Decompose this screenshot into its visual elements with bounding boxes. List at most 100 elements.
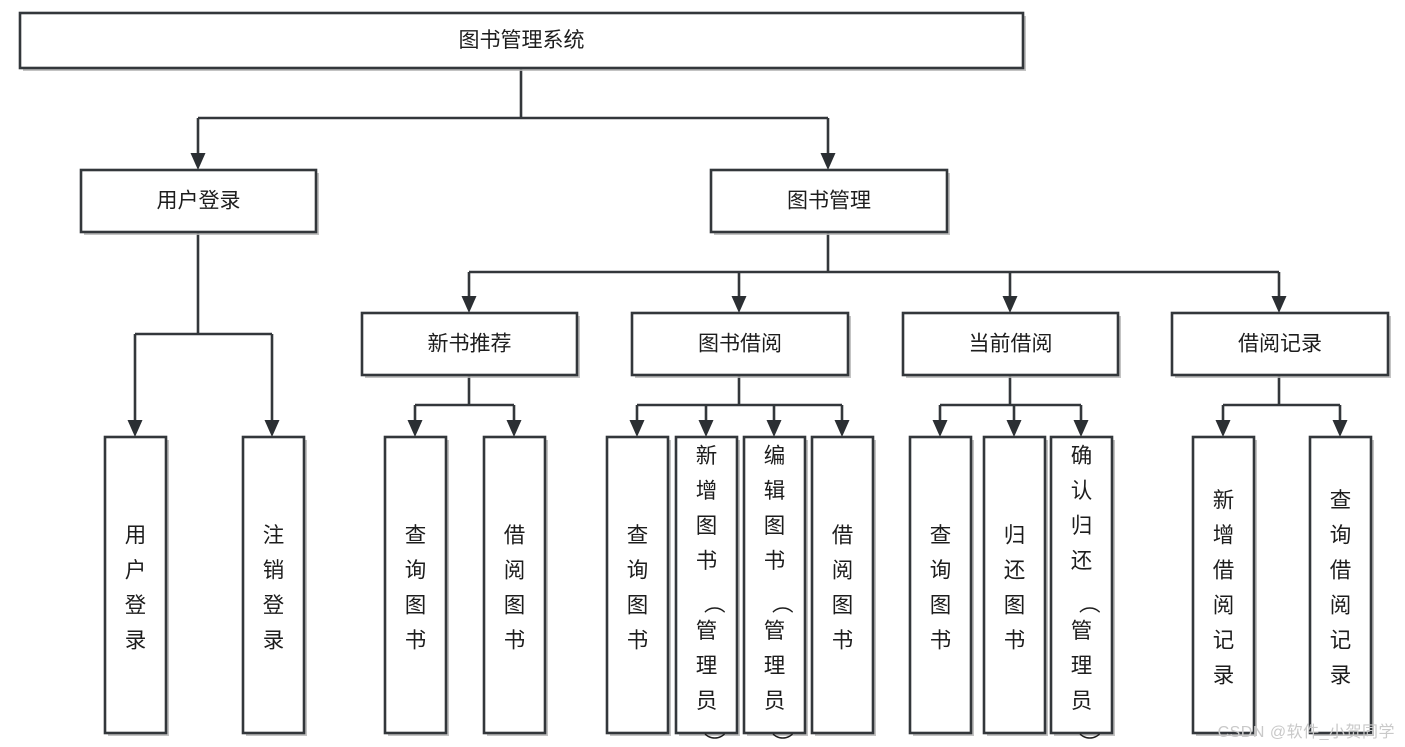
node-label-char: 阅 xyxy=(1213,593,1235,617)
node-label-char: 登 xyxy=(263,593,285,617)
node-box[interactable] xyxy=(630,311,850,377)
connector-group-new-book-recommend-to-leaves xyxy=(407,375,522,437)
node-leaf-user-login[interactable]: 用户登录 xyxy=(103,435,169,736)
node-label-char: 新 xyxy=(696,444,718,468)
node-label-char: 录 xyxy=(263,628,285,652)
node-label-char: 管 xyxy=(1071,619,1093,643)
arrow-head-icon xyxy=(1073,420,1089,437)
node-label-char: 理 xyxy=(696,654,718,678)
node-box[interactable] xyxy=(1170,311,1390,377)
arrow-head-icon xyxy=(264,420,280,437)
node-label-char: 员 xyxy=(1071,689,1093,713)
arrow-head-icon xyxy=(407,420,423,437)
node-label: 当前借阅 xyxy=(969,333,1053,356)
node-root[interactable]: 图书管理系统 xyxy=(18,11,1026,71)
node-box[interactable] xyxy=(383,435,448,735)
node-box[interactable] xyxy=(674,435,739,735)
node-label-char: 查 xyxy=(627,523,649,547)
arrow-head-icon xyxy=(820,153,836,170)
node-new-book-recommend[interactable]: 新书推荐 xyxy=(360,311,580,378)
connector-group-root-to-level1 xyxy=(190,68,836,170)
arrow-head-icon xyxy=(1002,296,1018,313)
node-book-management[interactable]: 图书管理 xyxy=(709,168,950,235)
node-label-char: 记 xyxy=(1213,628,1235,652)
connector-group-borrow-record-to-leaves xyxy=(1215,375,1348,437)
node-label-char: 录 xyxy=(125,628,147,652)
node-label-char: 查 xyxy=(1330,488,1352,512)
node-label-char: （ xyxy=(702,592,726,614)
node-label-char: 确 xyxy=(1071,444,1093,468)
node-label-char: 图 xyxy=(627,593,649,617)
node-box[interactable] xyxy=(1308,435,1373,735)
node-label-char: 员 xyxy=(696,689,718,713)
node-label-char: 询 xyxy=(405,558,427,582)
node-label-char: 编 xyxy=(764,444,786,468)
node-label-char: 书 xyxy=(764,549,786,573)
arrow-head-icon xyxy=(1332,420,1348,437)
node-label-char: 归 xyxy=(1071,514,1093,538)
node-current-borrow[interactable]: 当前借阅 xyxy=(901,311,1121,378)
arrow-head-icon xyxy=(1271,296,1287,313)
arrow-head-icon xyxy=(1006,420,1022,437)
node-label-char: 增 xyxy=(1213,523,1235,547)
node-label-char: 记 xyxy=(1330,628,1352,652)
node-borrow-record[interactable]: 借阅记录 xyxy=(1170,311,1391,378)
node-box[interactable] xyxy=(605,435,670,735)
node-label-char: 用 xyxy=(125,523,147,547)
node-box[interactable] xyxy=(18,11,1025,70)
node-label-char: 图 xyxy=(504,593,526,617)
node-box[interactable] xyxy=(742,435,807,735)
node-label-char: 借 xyxy=(1330,558,1352,582)
node-box[interactable] xyxy=(103,435,168,735)
node-label: 图书管理 xyxy=(787,190,871,213)
node-label-char: 录 xyxy=(1213,663,1235,687)
node-label-char: 户 xyxy=(125,558,147,582)
node-box[interactable] xyxy=(908,435,973,735)
node-user-login[interactable]: 用户登录 xyxy=(79,168,319,235)
node-label-char: 图 xyxy=(930,593,952,617)
node-label-char: 管 xyxy=(696,619,718,643)
node-label-char: 图 xyxy=(764,514,786,538)
arrow-head-icon xyxy=(834,420,850,437)
node-label-char: 询 xyxy=(627,558,649,582)
node-box[interactable] xyxy=(482,435,547,735)
node-label-char: 员 xyxy=(764,689,786,713)
node-label-char: 借 xyxy=(832,523,854,547)
node-box[interactable] xyxy=(901,311,1120,377)
node-book-borrow[interactable]: 图书借阅 xyxy=(630,311,851,378)
node-box[interactable] xyxy=(709,168,949,234)
node-label-char: 图 xyxy=(696,514,718,538)
node-box[interactable] xyxy=(79,168,318,234)
node-box[interactable] xyxy=(1049,435,1114,735)
node-box[interactable] xyxy=(982,435,1047,735)
node-box[interactable] xyxy=(810,435,875,735)
node-label: 借阅记录 xyxy=(1238,333,1322,356)
node-box[interactable] xyxy=(241,435,306,735)
node-label-char: 增 xyxy=(696,479,718,503)
node-label-char: 书 xyxy=(627,628,649,652)
node-label-char: 阅 xyxy=(504,558,526,582)
node-label-char: 书 xyxy=(832,628,854,652)
arrow-head-icon xyxy=(932,420,948,437)
connectors-layer xyxy=(127,68,1348,437)
node-label-char: 阅 xyxy=(832,558,854,582)
arrow-head-icon xyxy=(731,296,747,313)
node-box[interactable] xyxy=(1191,435,1256,735)
csdn-watermark: CSDN @软件_小贺同学 xyxy=(1217,724,1395,741)
node-label-char: 图 xyxy=(1004,593,1026,617)
node-box[interactable] xyxy=(360,311,579,377)
node-label-char: 还 xyxy=(1004,558,1026,582)
node-label: 新书推荐 xyxy=(428,333,512,356)
